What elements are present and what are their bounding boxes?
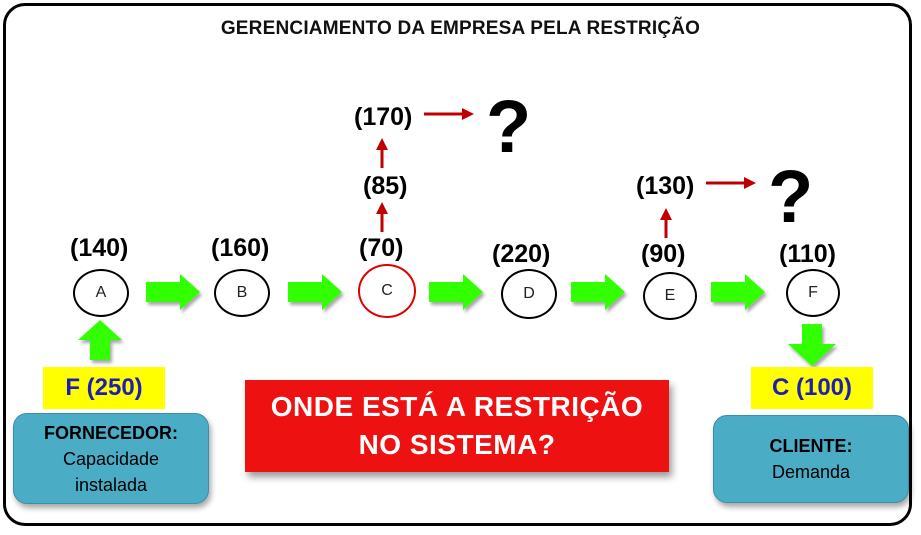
- question-line2: NO SISTEMA?: [358, 429, 556, 460]
- supplier-line1: Capacidade: [62, 448, 160, 469]
- node-b: B: [214, 269, 270, 317]
- customer-down-arrow: [788, 324, 836, 366]
- supplier-up-arrow: [78, 320, 122, 360]
- capacity-d: (220): [492, 240, 551, 268]
- capacity-e: (90): [641, 240, 686, 268]
- node-a: A: [73, 269, 129, 317]
- node-d: D: [501, 269, 557, 319]
- capacity-c: (70): [359, 234, 404, 262]
- node-c: C: [358, 264, 416, 318]
- red-arrow-c-right: [462, 108, 474, 120]
- supplier-tag: F (250): [43, 367, 165, 409]
- flow-arrow-d-e: [571, 274, 625, 310]
- supplier-line2: instalada: [74, 474, 148, 495]
- customer-title: CLIENTE:: [769, 436, 853, 456]
- red-arrow-e-right: [744, 177, 756, 189]
- question-mark-e: ?: [768, 155, 814, 238]
- question-line1: ONDE ESTÁ A RESTRIÇÃO: [270, 391, 644, 422]
- capacity-c-85: (85): [363, 172, 408, 200]
- capacity-e-130: (130): [636, 172, 695, 200]
- customer-line1: Demanda: [771, 462, 851, 482]
- red-arrow-c-up-1: [376, 202, 388, 214]
- flow-arrow-b-c: [288, 274, 342, 310]
- supplier-box: FORNECEDOR: Capacidade instalada: [13, 413, 209, 504]
- node-f: F: [786, 269, 840, 317]
- red-arrow-c-up-2: [376, 138, 388, 150]
- node-e: E: [643, 272, 697, 320]
- customer-tag: C (100): [751, 367, 873, 409]
- flow-arrow-e-f: [711, 274, 765, 310]
- flow-arrow-c-d: [429, 274, 483, 310]
- question-mark-c: ?: [486, 85, 532, 168]
- red-arrow-e-up: [660, 208, 672, 220]
- supplier-title: FORNECEDOR:: [44, 422, 178, 443]
- restriction-question-box: ONDE ESTÁ A RESTRIÇÃO NO SISTEMA?: [245, 380, 669, 472]
- capacity-f: (110): [779, 240, 836, 268]
- diagram-title: GERENCIAMENTO DA EMPRESA PELA RESTRIÇÃO: [220, 18, 701, 39]
- capacity-c-170: (170): [354, 103, 413, 131]
- capacity-b: (160): [211, 234, 270, 262]
- flow-arrow-a-b: [146, 274, 200, 310]
- capacity-a: (140): [70, 234, 129, 262]
- customer-box: CLIENTE: Demanda: [713, 415, 909, 503]
